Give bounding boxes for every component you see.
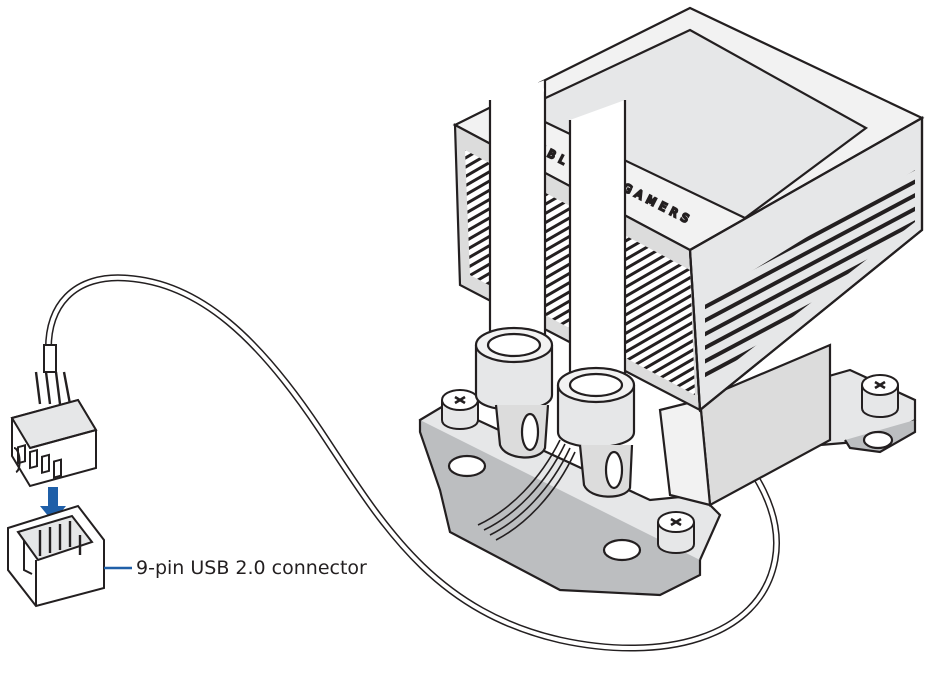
- usb-header: [7, 504, 105, 608]
- screw-back-right: [861, 374, 899, 418]
- screw-front-right: [657, 511, 695, 554]
- coolant-tube-right: [556, 100, 636, 498]
- connector-label: 9-pin USB 2.0 connector: [136, 557, 367, 579]
- screw-front-left: [441, 389, 479, 430]
- usb-plug: [10, 344, 98, 488]
- usb-cable: [45, 274, 780, 652]
- coolant-tube-left: [474, 78, 554, 459]
- pump-lower-housing: [658, 343, 832, 507]
- fan-wires: [477, 439, 576, 541]
- pump-screen: [517, 28, 869, 220]
- mounting-bracket: [418, 368, 917, 597]
